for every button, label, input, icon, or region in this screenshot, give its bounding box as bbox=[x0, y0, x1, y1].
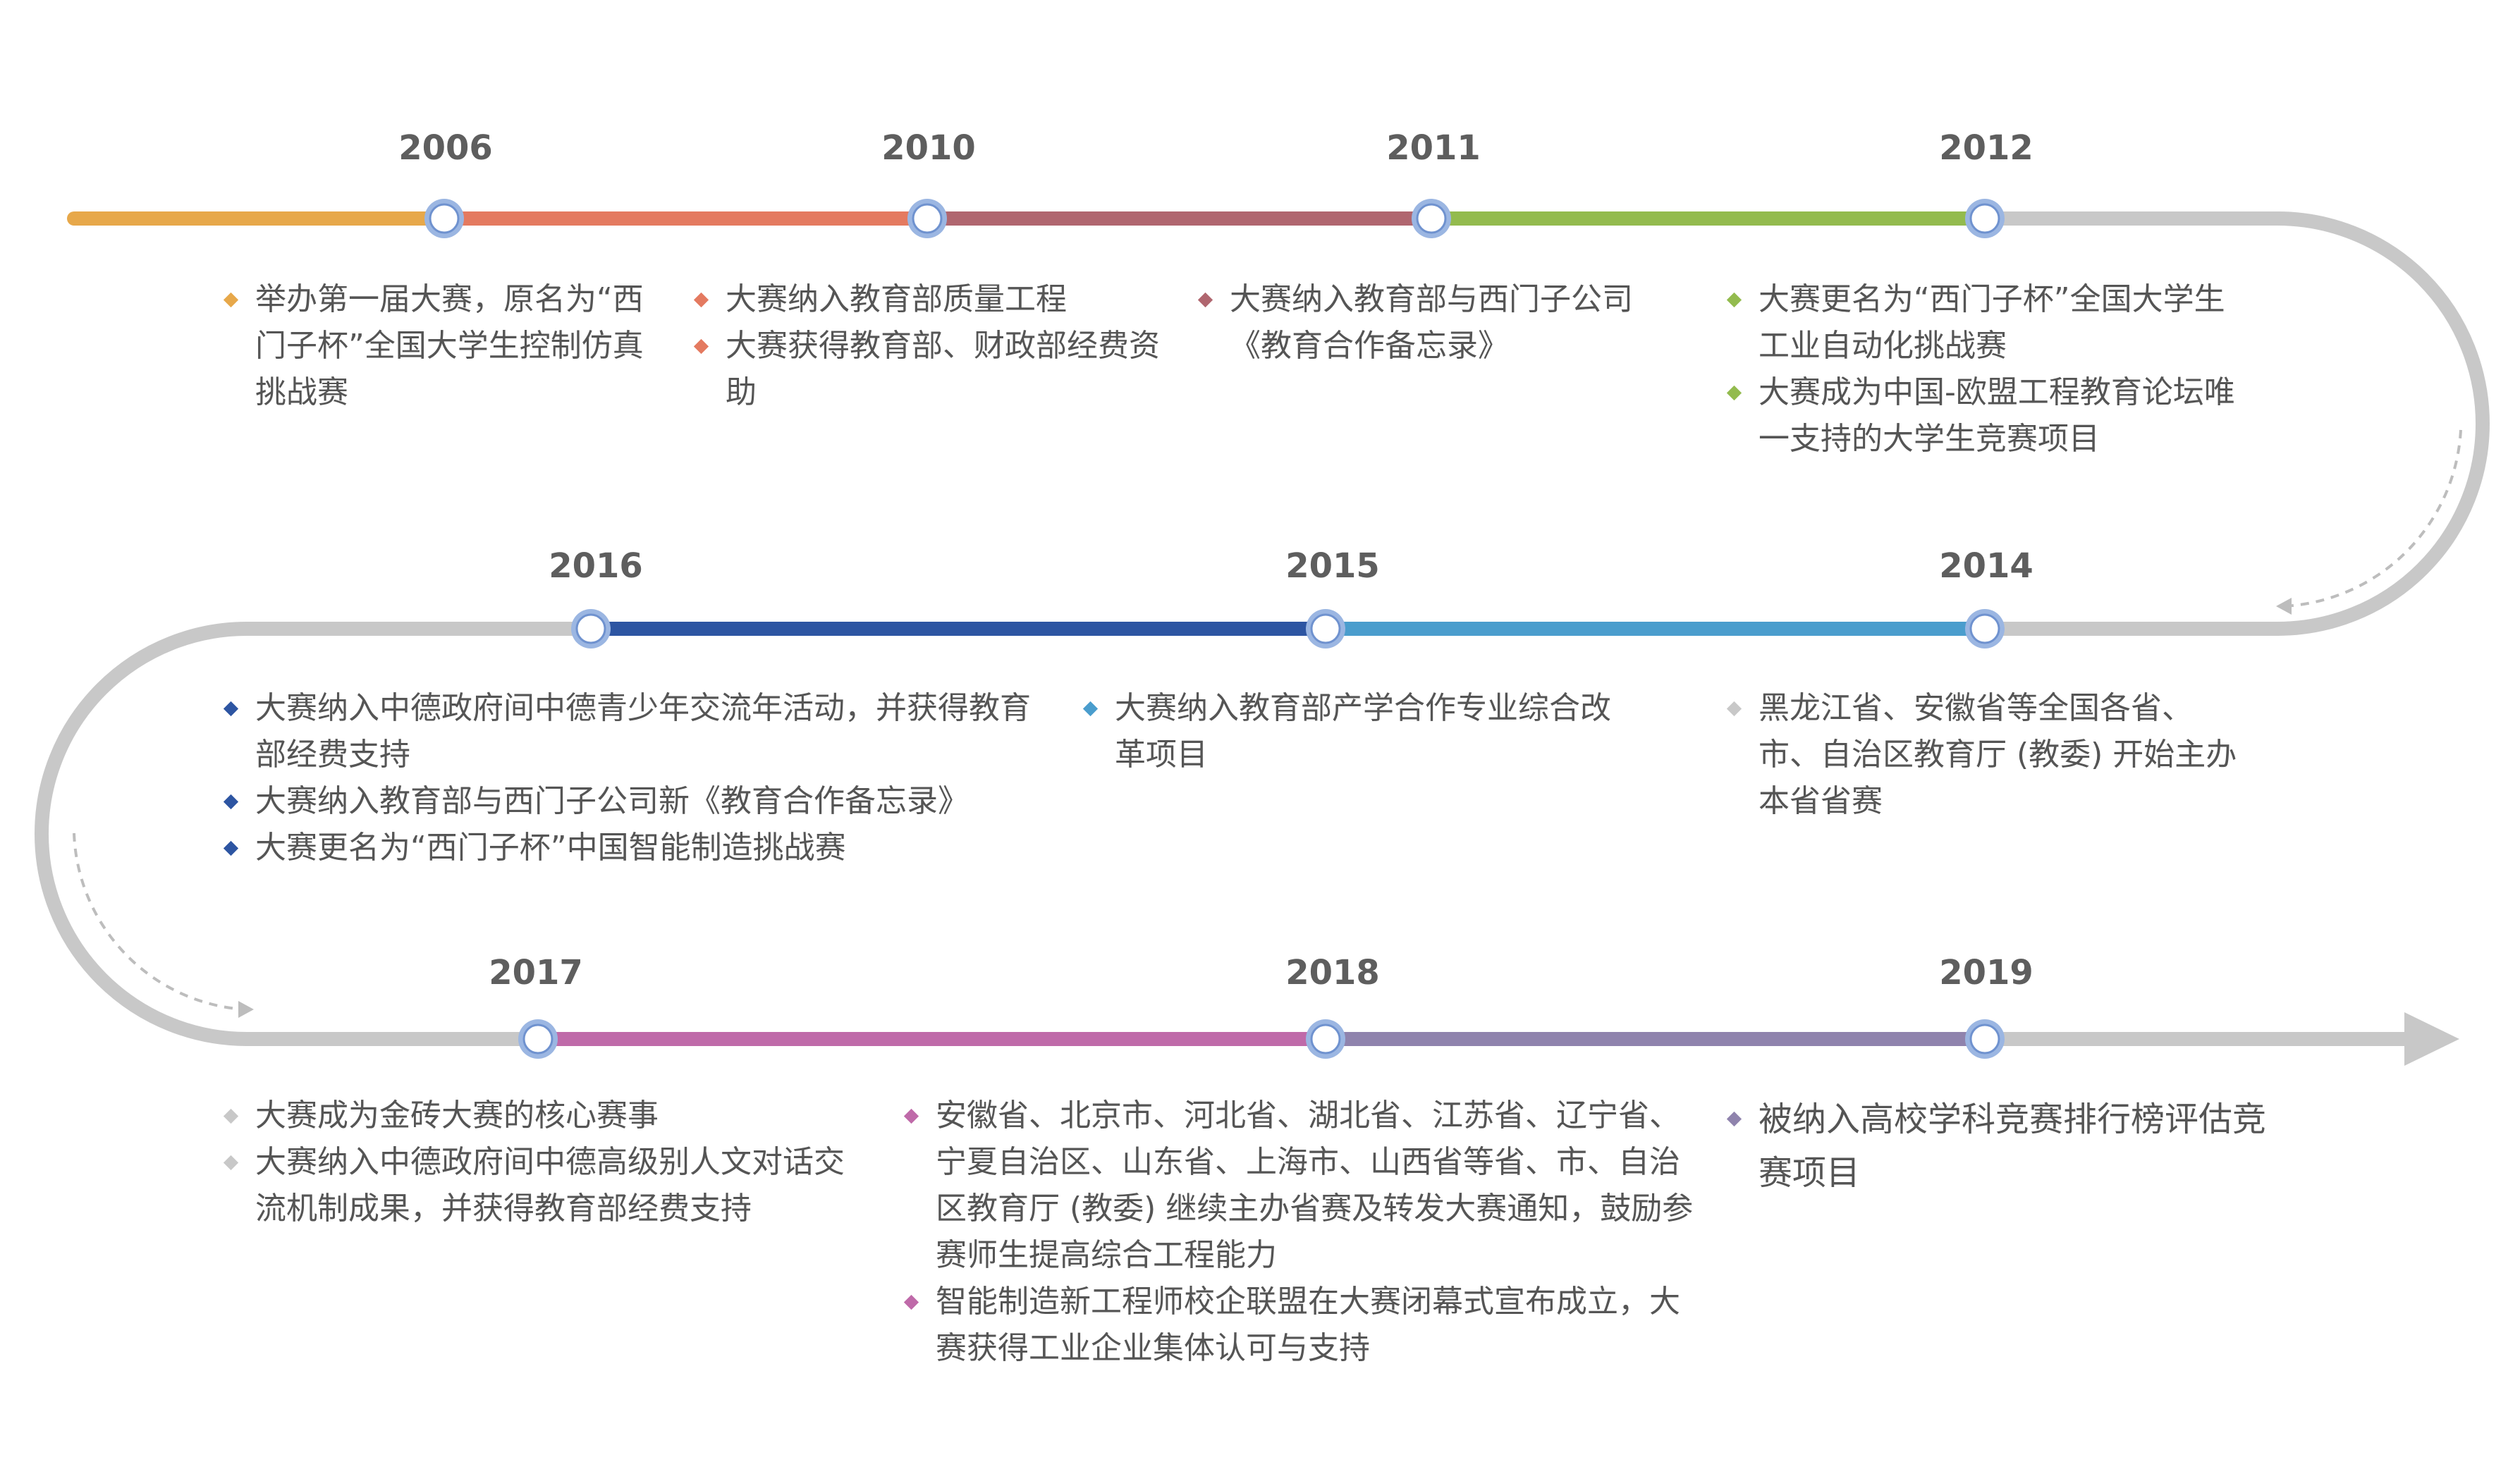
event-text: 黑龙江省、安徽省等全国各省、市、自治区教育厅 (教委) 开始主办本省省赛 bbox=[1759, 690, 2237, 819]
milestone-node-center bbox=[1969, 203, 2000, 234]
diamond-bullet-icon bbox=[223, 1155, 239, 1171]
events-2015: 大赛纳入教育部产学合作专业综合改革项目 bbox=[1082, 685, 1620, 778]
milestone-node-center bbox=[1969, 1024, 2000, 1055]
event-text: 大赛纳入教育部质量工程 bbox=[726, 281, 1067, 317]
event-item: 大赛纳入中德政府间中德高级别人文对话交流机制成果，并获得教育部经费支持 bbox=[223, 1139, 859, 1232]
event-item: 大赛更名为“西门子杯”中国智能制造挑战赛 bbox=[223, 825, 1042, 871]
diamond-bullet-icon bbox=[1726, 385, 1742, 401]
year-label-2014: 2014 bbox=[1939, 546, 2033, 586]
year-label-2011: 2011 bbox=[1386, 128, 1481, 168]
dashed-curve-left bbox=[73, 832, 244, 1011]
event-item: 被纳入高校学科竞赛排行榜评估竞赛项目 bbox=[1726, 1093, 2270, 1200]
diamond-bullet-icon bbox=[1726, 1111, 1742, 1127]
year-label-2016: 2016 bbox=[549, 546, 643, 586]
diamond-bullet-icon bbox=[223, 292, 239, 308]
year-label-2015: 2015 bbox=[1285, 546, 1380, 586]
event-text: 大赛纳入中德政府间中德高级别人文对话交流机制成果，并获得教育部经费支持 bbox=[255, 1144, 845, 1227]
milestone-nodes bbox=[424, 199, 2005, 1059]
event-item: 大赛更名为“西门子杯”全国大学生工业自动化挑战赛 bbox=[1726, 276, 2235, 369]
milestone-node-center bbox=[1310, 1024, 1341, 1055]
diamond-bullet-icon bbox=[223, 794, 239, 810]
event-item: 安徽省、北京市、河北省、湖北省、江苏省、辽宁省、宁夏自治区、山东省、上海市、山西… bbox=[903, 1093, 1708, 1279]
milestone-node-center bbox=[1310, 613, 1341, 644]
event-text: 智能制造新工程师校企联盟在大赛闭幕式宣布成立，大赛获得工业企业集体认可与支持 bbox=[936, 1284, 1680, 1366]
event-item: 举办第一届大赛，原名为“西门子杯”全国大学生控制仿真挑战赛 bbox=[223, 276, 654, 416]
events-2012: 大赛更名为“西门子杯”全国大学生工业自动化挑战赛 大赛成为中国-欧盟工程教育论坛… bbox=[1726, 276, 2235, 462]
year-label-2012: 2012 bbox=[1939, 128, 2033, 168]
diamond-bullet-icon bbox=[903, 1108, 919, 1124]
event-text: 大赛成为金砖大赛的核心赛事 bbox=[255, 1098, 659, 1133]
diamond-bullet-icon bbox=[903, 1294, 919, 1310]
event-item: 智能制造新工程师校企联盟在大赛闭幕式宣布成立，大赛获得工业企业集体认可与支持 bbox=[903, 1279, 1708, 1372]
diamond-bullet-icon bbox=[1726, 701, 1742, 717]
event-item: 大赛纳入教育部质量工程 bbox=[693, 276, 1174, 323]
events-2011: 大赛纳入教育部与西门子公司《教育合作备忘录》 bbox=[1197, 276, 1692, 369]
events-2019: 被纳入高校学科竞赛排行榜评估竞赛项目 bbox=[1726, 1093, 2270, 1200]
track-segments bbox=[67, 211, 2459, 1066]
events-2016: 大赛纳入中德政府间中德青少年交流年活动，并获得教育部经费支持 大赛纳入教育部与西… bbox=[223, 685, 1042, 871]
events-2014: 黑龙江省、安徽省等全国各省、市、自治区教育厅 (教委) 开始主办本省省赛 bbox=[1726, 685, 2249, 825]
event-text: 大赛更名为“西门子杯”全国大学生工业自动化挑战赛 bbox=[1759, 281, 2225, 364]
diamond-bullet-icon bbox=[693, 292, 709, 308]
event-item: 大赛成为中国-欧盟工程教育论坛唯一支持的大学生竞赛项目 bbox=[1726, 369, 2235, 462]
milestone-node-center bbox=[1416, 203, 1447, 234]
events-2010: 大赛纳入教育部质量工程 大赛获得教育部、财政部经费资助 bbox=[693, 276, 1174, 416]
year-label-2019: 2019 bbox=[1939, 953, 2033, 992]
event-text: 大赛更名为“西门子杯”中国智能制造挑战赛 bbox=[255, 830, 846, 866]
diamond-bullet-icon bbox=[223, 840, 239, 856]
year-label-2017: 2017 bbox=[489, 953, 583, 992]
event-text: 举办第一届大赛，原名为“西门子杯”全国大学生控制仿真挑战赛 bbox=[255, 281, 644, 410]
event-text: 大赛纳入教育部与西门子公司《教育合作备忘录》 bbox=[1230, 281, 1633, 364]
events-2017: 大赛成为金砖大赛的核心赛事 大赛纳入中德政府间中德高级别人文对话交流机制成果，并… bbox=[223, 1093, 859, 1232]
diamond-bullet-icon bbox=[223, 1108, 239, 1124]
event-item: 大赛纳入教育部产学合作专业综合改革项目 bbox=[1082, 685, 1620, 778]
dashed-arrow-tip-icon bbox=[238, 1001, 254, 1018]
year-label-2018: 2018 bbox=[1285, 953, 1380, 992]
left-uturn bbox=[35, 622, 247, 1046]
event-item: 大赛成为金砖大赛的核心赛事 bbox=[223, 1093, 859, 1139]
milestone-node-center bbox=[912, 203, 943, 234]
year-label-2006: 2006 bbox=[398, 128, 493, 168]
event-item: 大赛纳入教育部与西门子公司《教育合作备忘录》 bbox=[1197, 276, 1692, 369]
diamond-bullet-icon bbox=[693, 338, 709, 355]
arrow-head-icon bbox=[2404, 1012, 2459, 1066]
direction-arrows bbox=[73, 429, 2462, 1018]
events-2018: 安徽省、北京市、河北省、湖北省、江苏省、辽宁省、宁夏自治区、山东省、上海市、山西… bbox=[903, 1093, 1708, 1372]
milestone-node-center bbox=[522, 1024, 553, 1055]
event-item: 大赛获得教育部、财政部经费资助 bbox=[693, 323, 1174, 416]
event-text: 大赛获得教育部、财政部经费资助 bbox=[726, 328, 1160, 410]
event-text: 大赛成为中国-欧盟工程教育论坛唯一支持的大学生竞赛项目 bbox=[1759, 374, 2235, 457]
diamond-bullet-icon bbox=[1082, 701, 1099, 717]
diamond-bullet-icon bbox=[1197, 292, 1213, 308]
diamond-bullet-icon bbox=[1726, 292, 1742, 308]
event-item: 黑龙江省、安徽省等全国各省、市、自治区教育厅 (教委) 开始主办本省省赛 bbox=[1726, 685, 2249, 825]
milestone-node-center bbox=[429, 203, 460, 234]
event-text: 被纳入高校学科竞赛排行榜评估竞赛项目 bbox=[1759, 1100, 2267, 1193]
event-item: 大赛纳入教育部与西门子公司新《教育合作备忘录》 bbox=[223, 778, 1042, 825]
dashed-arrow-tip-icon bbox=[2276, 598, 2292, 615]
event-item: 大赛纳入中德政府间中德青少年交流年活动，并获得教育部经费支持 bbox=[223, 685, 1042, 778]
diamond-bullet-icon bbox=[223, 701, 239, 717]
events-2006: 举办第一届大赛，原名为“西门子杯”全国大学生控制仿真挑战赛 bbox=[223, 276, 654, 416]
milestone-node-center bbox=[1969, 613, 2000, 644]
dashed-curve-right bbox=[2284, 429, 2462, 608]
event-text: 安徽省、北京市、河北省、湖北省、江苏省、辽宁省、宁夏自治区、山东省、上海市、山西… bbox=[936, 1098, 1694, 1273]
event-text: 大赛纳入教育部与西门子公司新《教育合作备忘录》 bbox=[255, 783, 969, 819]
event-text: 大赛纳入教育部产学合作专业综合改革项目 bbox=[1115, 690, 1611, 773]
right-uturn bbox=[2277, 211, 2490, 636]
track-connectors bbox=[35, 211, 2490, 1046]
milestone-node-center bbox=[575, 613, 606, 644]
year-label-2010: 2010 bbox=[881, 128, 976, 168]
event-text: 大赛纳入中德政府间中德青少年交流年活动，并获得教育部经费支持 bbox=[255, 690, 1031, 773]
